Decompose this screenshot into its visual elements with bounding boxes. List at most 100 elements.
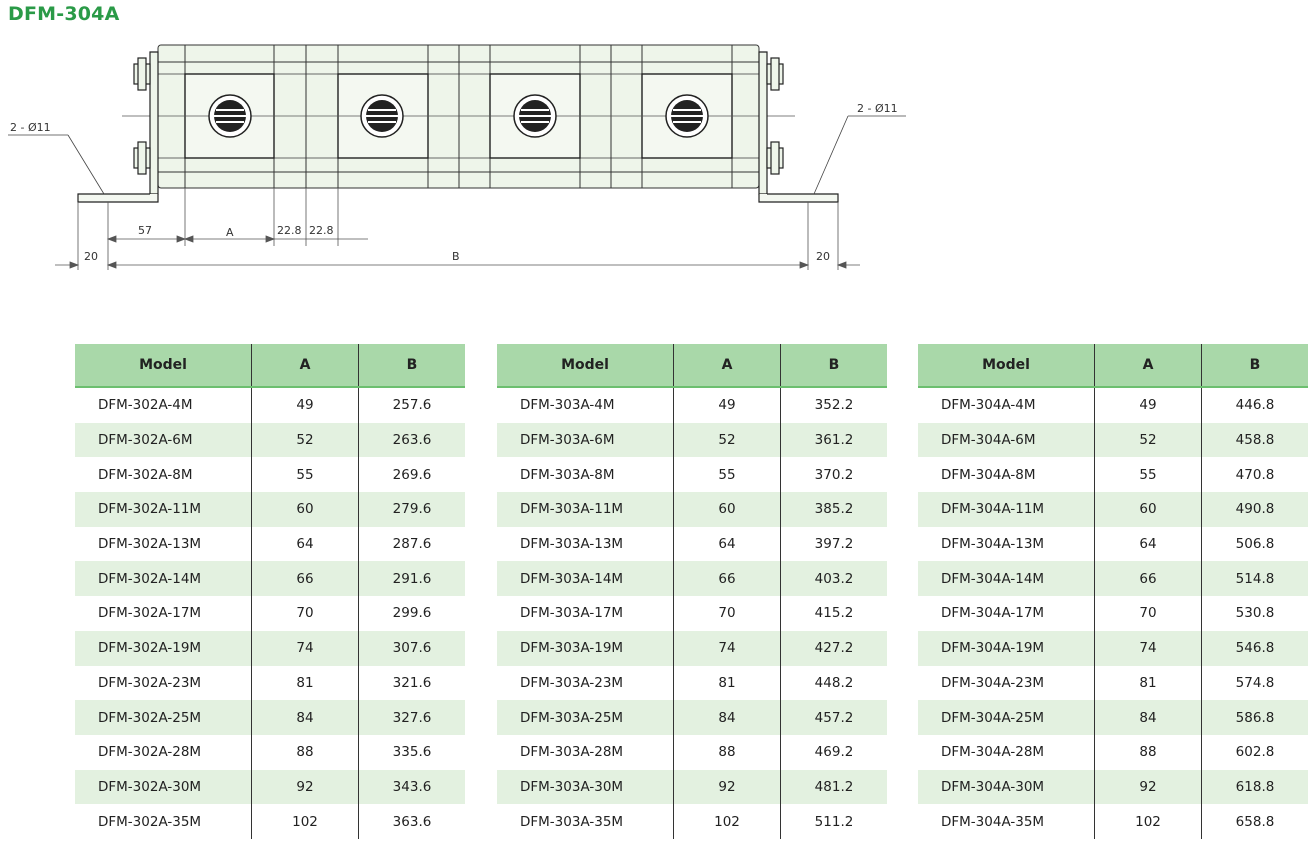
cell-a: 81 [673, 665, 781, 701]
cell-a: 92 [673, 769, 781, 805]
cell-a: 92 [251, 769, 359, 805]
cell-a: 60 [673, 492, 781, 527]
terminal-icon [665, 94, 709, 138]
cell-a: 70 [251, 596, 359, 631]
cell-model: DFM-303A-28M [520, 744, 624, 761]
cell-b: 470.8 [1201, 457, 1308, 493]
cell-b: 481.2 [780, 769, 887, 805]
cell-a: 64 [251, 526, 359, 562]
cell-b: 427.2 [780, 630, 887, 666]
dim-label-22-8-second: 22.8 [309, 224, 334, 237]
cell-b: 263.6 [358, 422, 465, 458]
cell-b: 458.8 [1201, 422, 1308, 458]
hole-label-left: 2 - Ø11 [10, 121, 51, 134]
cell-b: 385.2 [780, 492, 887, 527]
cell-model: DFM-302A-19M [75, 630, 252, 666]
cell-model: DFM-303A-35M [520, 813, 624, 830]
cell-b: 335.6 [358, 734, 465, 770]
cell-b: 370.2 [780, 457, 887, 493]
cell-model: DFM-303A-30M [497, 769, 674, 805]
cell-model: DFM-302A-4M [98, 397, 193, 414]
cell-b: 446.8 [1201, 387, 1308, 423]
hole-callout-left [8, 134, 105, 195]
cell-a: 55 [673, 457, 781, 493]
cell-b: 321.6 [358, 665, 465, 701]
cell-model: DFM-303A-6M [497, 422, 674, 458]
cell-a: 81 [251, 665, 359, 701]
cell-a: 84 [1094, 700, 1202, 735]
cell-a: 81 [1094, 665, 1202, 701]
dim-label-b: B [452, 250, 460, 263]
cell-b: 327.6 [358, 700, 465, 735]
cell-a: 70 [1094, 596, 1202, 631]
cell-a: 74 [673, 630, 781, 666]
cell-model: DFM-304A-19M [918, 630, 1095, 666]
cell-a: 88 [1094, 734, 1202, 770]
cell-a: 66 [673, 561, 781, 597]
header-model: Model [75, 344, 252, 388]
dim-label-22-8-first: 22.8 [277, 224, 302, 237]
cell-a: 92 [1094, 769, 1202, 805]
cell-b: 457.2 [780, 700, 887, 735]
header-model: Model [497, 344, 674, 388]
cell-b: 352.2 [780, 387, 887, 423]
cell-a: 70 [673, 596, 781, 631]
right-mounting-bracket [758, 51, 839, 203]
cell-model: DFM-302A-13M [98, 536, 202, 553]
cell-b: 343.6 [358, 769, 465, 805]
cell-model: DFM-304A-28M [941, 744, 1045, 761]
cell-model: DFM-304A-4M [941, 397, 1036, 414]
cell-b: 574.8 [1201, 665, 1308, 701]
header-b: B [1201, 344, 1308, 388]
cell-model: DFM-302A-25M [75, 700, 252, 735]
cell-b: 530.8 [1201, 596, 1308, 631]
cell-model: DFM-302A-28M [98, 744, 202, 761]
cell-b: 307.6 [358, 630, 465, 666]
cell-model: DFM-304A-8M [941, 466, 1036, 483]
cell-b: 269.6 [358, 457, 465, 493]
hole-callout-right [813, 115, 906, 195]
cell-a: 102 [673, 804, 781, 839]
cell-b: 658.8 [1201, 804, 1308, 839]
cell-b: 511.2 [780, 804, 887, 839]
cell-model: DFM-303A-17M [520, 605, 624, 622]
cell-b: 469.2 [780, 734, 887, 770]
cell-b: 546.8 [1201, 630, 1308, 666]
header-a: A [251, 344, 359, 388]
cell-model: DFM-304A-23M [941, 674, 1045, 691]
cell-model: DFM-304A-30M [918, 769, 1095, 805]
cell-a: 74 [1094, 630, 1202, 666]
cell-a: 102 [251, 804, 359, 839]
cell-model: DFM-303A-19M [497, 630, 674, 666]
cell-a: 64 [1094, 526, 1202, 562]
dim-label-20-right: 20 [816, 250, 830, 263]
cell-model: DFM-302A-17M [98, 605, 202, 622]
cell-b: 490.8 [1201, 492, 1308, 527]
dim-label-a: A [226, 226, 234, 239]
header-model: Model [918, 344, 1095, 388]
cell-b: 279.6 [358, 492, 465, 527]
header-a: A [673, 344, 781, 388]
